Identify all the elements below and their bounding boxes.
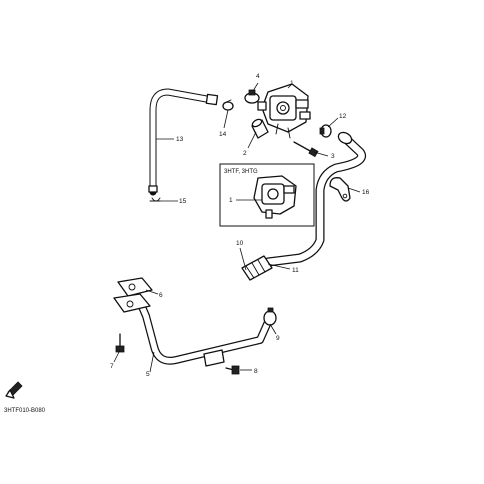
callout-numbers: 1 4 14 2 3 12 13 15 16 1 10 11 6 9 7 5 8 xyxy=(110,73,370,378)
callout-9: 9 xyxy=(276,335,280,342)
callout-2: 2 xyxy=(243,150,247,157)
part-12-clamp[interactable] xyxy=(319,124,332,138)
part-1-valve-assembly[interactable] xyxy=(257,83,311,139)
part-16-bracket[interactable] xyxy=(329,177,351,202)
part-5-pipe[interactable] xyxy=(113,293,272,367)
part-7-bolt[interactable] xyxy=(115,333,125,353)
callout-1: 1 xyxy=(290,80,294,87)
part-11-boot[interactable] xyxy=(241,255,273,281)
air-hose-main[interactable] xyxy=(263,130,366,267)
drawing-code: 3HTF010-B080 xyxy=(4,408,46,414)
part-6-gasket[interactable] xyxy=(117,277,153,297)
part-1-valve-variant[interactable] xyxy=(253,175,297,219)
callout-1-inset: 1 xyxy=(229,197,233,204)
callout-15: 15 xyxy=(179,198,187,205)
callout-3: 3 xyxy=(331,153,335,160)
callout-13: 13 xyxy=(176,136,184,143)
part-14-clamp[interactable] xyxy=(222,99,234,111)
inset-label: 3HTF, 3HTG xyxy=(224,169,258,175)
callout-8: 8 xyxy=(254,368,258,375)
callout-7: 7 xyxy=(110,363,114,370)
front-direction-icon xyxy=(5,381,23,399)
part-3-bolt[interactable] xyxy=(293,141,319,158)
callout-11: 11 xyxy=(292,267,299,274)
callout-4: 4 xyxy=(256,73,260,80)
part-15-clip[interactable] xyxy=(149,197,161,202)
callout-12: 12 xyxy=(339,113,347,120)
leader-lines xyxy=(113,82,361,373)
callout-14: 14 xyxy=(219,131,227,138)
callout-5: 5 xyxy=(146,371,150,378)
inset-variant-box: 3HTF, 3HTG xyxy=(219,163,315,227)
callout-6: 6 xyxy=(159,292,163,299)
part-8-bolt[interactable] xyxy=(225,365,240,375)
part-4-clamp[interactable] xyxy=(244,89,260,104)
callout-16: 16 xyxy=(362,189,370,196)
part-2-hose[interactable] xyxy=(251,118,269,139)
part-13-hose[interactable] xyxy=(148,88,219,196)
part-9-clamp[interactable] xyxy=(263,307,277,326)
callout-10: 10 xyxy=(236,240,244,247)
